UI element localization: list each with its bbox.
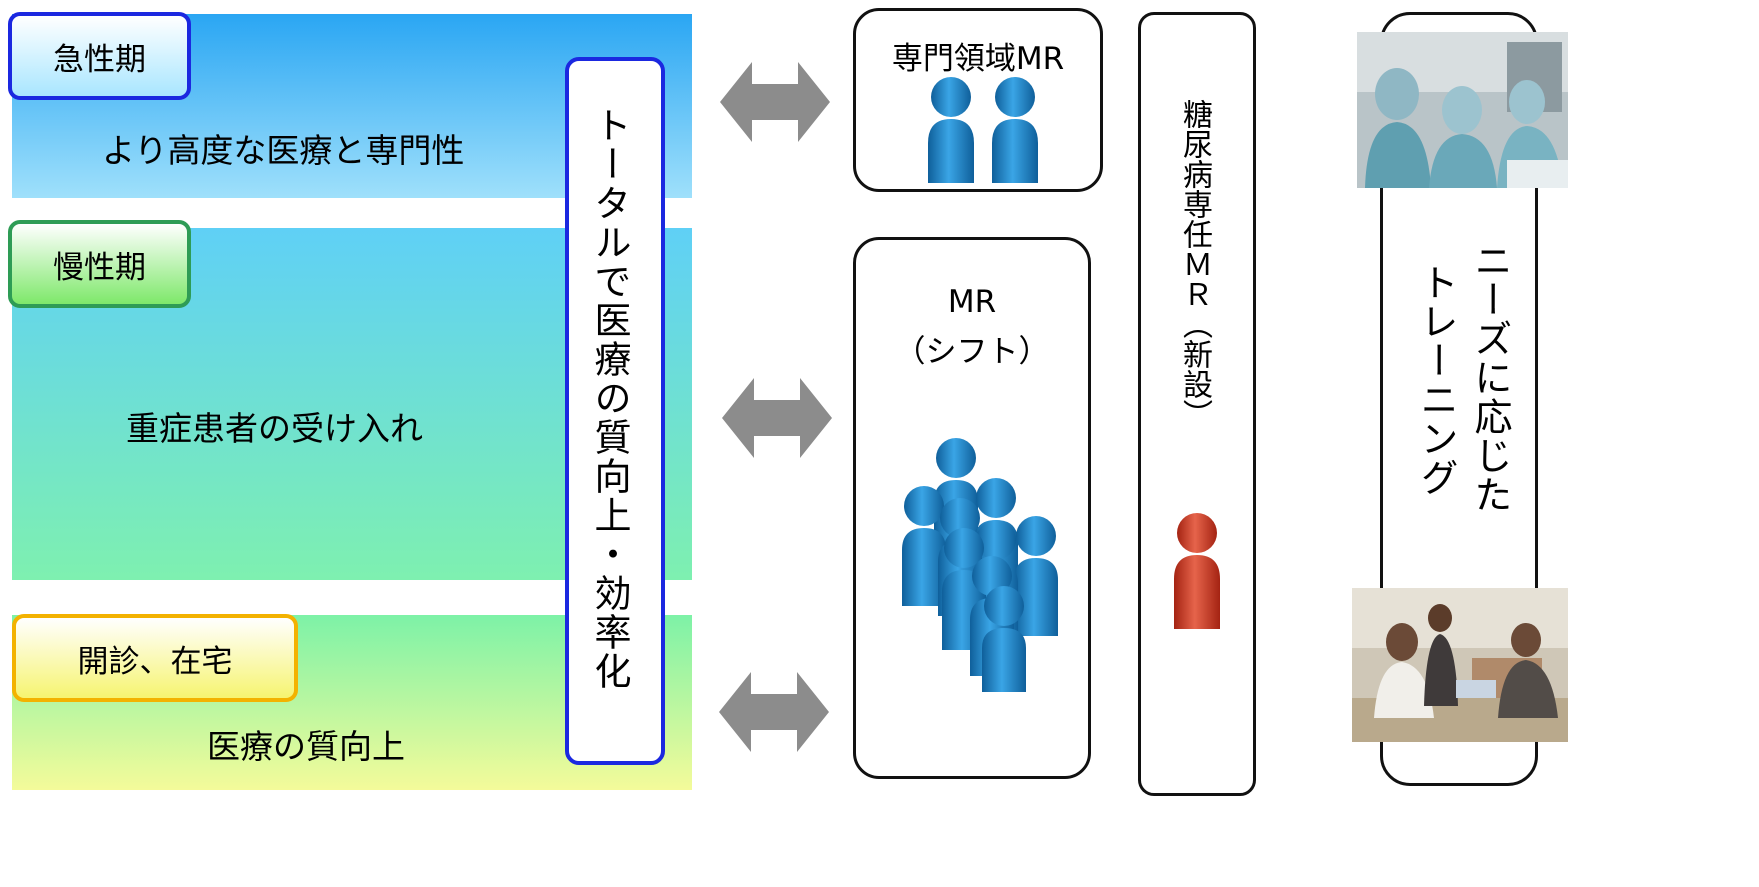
home-care-photo xyxy=(1352,588,1568,742)
specialist-mr-title: 専門領域MR xyxy=(891,41,1065,77)
clinic-home-stage-tag: 開診、在宅 xyxy=(12,614,298,702)
double-arrow-icon xyxy=(722,378,832,458)
specialist-people-icon xyxy=(928,77,1038,183)
training-line1: ニーズに応じた xyxy=(1468,241,1512,514)
mr-team-people-icon xyxy=(902,438,1058,692)
specialist-mr-box: 専門領域MR xyxy=(853,8,1103,192)
mr-shift-box: MR （シフト） xyxy=(853,237,1091,779)
acute-stage-tag: 急性期 xyxy=(8,12,191,100)
mr-shift-sublabel: （シフト） xyxy=(894,334,1050,370)
diabetes-mr-person-icon xyxy=(1174,513,1220,629)
surgery-photo xyxy=(1357,32,1568,188)
total-quality-frame: トータルで医療の質向上・効率化 xyxy=(565,57,665,765)
training-line2: トレーニング xyxy=(1414,263,1458,497)
mr-shift-label: MR xyxy=(947,284,997,320)
diabetes-mr-box: 糖尿病専任ＭＲ（新設） xyxy=(1138,12,1256,796)
double-arrow-icon xyxy=(719,672,829,752)
clinic-home-stage-text: 医療の質向上 xyxy=(207,727,405,766)
chronic-stage-text: 重症患者の受け入れ xyxy=(126,409,423,448)
diabetes-mr-label: 糖尿病専任ＭＲ（新設） xyxy=(1177,99,1212,429)
acute-stage-text: より高度な医療と専門性 xyxy=(102,131,465,170)
total-quality-label: トータルで医療の質向上・効率化 xyxy=(588,106,631,691)
double-arrow-icon xyxy=(720,62,830,142)
chronic-stage-tag: 慢性期 xyxy=(8,220,191,308)
